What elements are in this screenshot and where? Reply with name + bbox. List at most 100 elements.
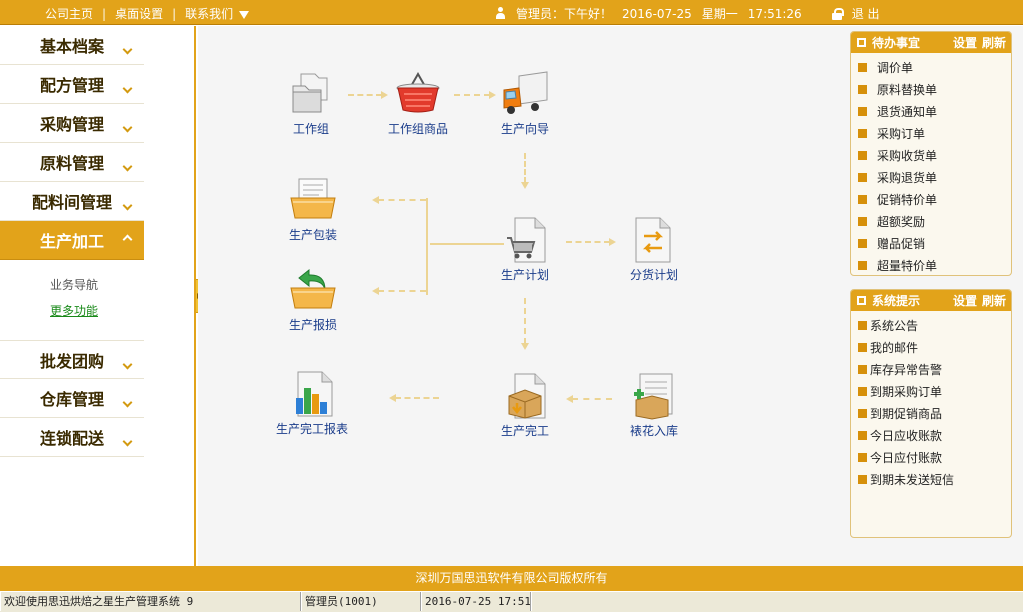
flow-arrow — [566, 238, 616, 246]
flow-arrow — [566, 395, 612, 403]
list-item[interactable]: 到期未发送短信 — [851, 468, 1011, 490]
bullet-icon — [858, 128, 867, 138]
list-item[interactable]: 库存异常告警 — [851, 358, 1011, 380]
panel-title: 系统提示 — [872, 294, 921, 308]
sidebar-item-purchasing[interactable]: 采购管理 — [0, 104, 144, 143]
node-production-loss[interactable]: 生产报损 — [268, 266, 358, 333]
sidebar-item-label: 连锁配送 — [40, 429, 105, 448]
node-label: 分货计划 — [629, 268, 678, 282]
todo-refresh-button[interactable]: 刷新 — [981, 36, 1006, 50]
list-item[interactable]: 系统公告 — [851, 314, 1011, 336]
sidebar-item-chain-distribution[interactable]: 连锁配送 — [0, 418, 144, 457]
panel-title: 待办事宜 — [872, 36, 921, 50]
list-item[interactable]: 今日应付账款 — [851, 446, 1011, 468]
status-empty — [531, 592, 1023, 611]
cart-document-icon — [501, 216, 549, 264]
business-navigation-link[interactable]: 业务导航 — [50, 278, 99, 292]
separator: | — [102, 6, 107, 21]
list-item[interactable]: 采购收货单 — [851, 144, 1011, 166]
list-item[interactable]: 原料替换单 — [851, 78, 1011, 100]
sidebar-item-batching-room[interactable]: 配料间管理 — [0, 182, 144, 221]
list-item[interactable]: 今日应收账款 — [851, 424, 1011, 446]
flow-arrow — [372, 196, 426, 204]
node-production-packaging[interactable]: 生产包装 — [268, 176, 358, 243]
bullet-icon — [858, 172, 867, 182]
sidebar-item-materials[interactable]: 原料管理 — [0, 143, 144, 182]
sidebar-item-recipe[interactable]: 配方管理 — [0, 65, 144, 104]
desktop-settings-link[interactable]: 桌面设置 — [115, 7, 164, 21]
node-label: 生产完工 — [500, 424, 549, 438]
list-item[interactable]: 调价单 — [851, 56, 1011, 78]
node-production-wizard[interactable]: 生产向导 — [480, 70, 570, 137]
list-item[interactable]: 赠品促销 — [851, 232, 1011, 254]
notice-settings-button[interactable]: 设置 — [952, 294, 977, 308]
list-item[interactable]: 退货通知单 — [851, 100, 1011, 122]
node-label: 裱花入库 — [629, 424, 678, 438]
node-work-group-goods[interactable]: 工作组商品 — [373, 70, 463, 137]
user-icon — [495, 7, 506, 20]
contact-us-label: 联系我们 — [185, 7, 234, 21]
node-production-complete[interactable]: 生产完工 — [480, 372, 570, 439]
sidebar-item-wholesale[interactable]: 批发团购 — [0, 340, 144, 379]
list-item[interactable]: 到期促销商品 — [851, 402, 1011, 424]
more-functions-link[interactable]: 更多功能 — [50, 304, 99, 318]
notice-refresh-button[interactable]: 刷新 — [981, 294, 1006, 308]
chevron-down-icon — [122, 161, 133, 172]
add-box-document-icon — [630, 372, 678, 420]
chevron-down-icon — [122, 122, 133, 133]
caret-down-icon — [239, 10, 250, 19]
list-item-label: 今日应付账款 — [870, 450, 943, 465]
folders-icon — [287, 70, 335, 118]
list-item[interactable]: 到期采购订单 — [851, 380, 1011, 402]
sidebar-item-label: 配料间管理 — [32, 193, 113, 212]
separator: | — [172, 6, 177, 21]
sidebar-item-label: 仓库管理 — [40, 390, 105, 409]
company-home-link[interactable]: 公司主页 — [45, 7, 94, 21]
status-user: 管理员(1001) — [301, 592, 421, 611]
node-production-plan[interactable]: 生产计划 — [480, 216, 570, 283]
list-item[interactable]: 我的邮件 — [851, 336, 1011, 358]
bullet-icon — [858, 260, 867, 270]
production-subnav: 业务导航 更多功能 — [0, 260, 194, 340]
todo-settings-button[interactable]: 设置 — [952, 36, 977, 50]
sidebar-item-production[interactable]: 生产加工 — [0, 221, 144, 260]
sidebar-item-basic-files[interactable]: 基本档案 — [0, 26, 144, 65]
chevron-down-icon — [122, 359, 133, 370]
list-item-label: 采购订单 — [877, 126, 926, 141]
bullet-icon — [858, 150, 867, 160]
list-item[interactable]: 采购订单 — [851, 122, 1011, 144]
contact-us-link[interactable]: 联系我们 — [176, 5, 258, 22]
sidebar-item-label: 生产加工 — [40, 232, 105, 251]
current-time: 17:51:26 — [747, 6, 802, 21]
node-distribution-plan[interactable]: 分货计划 — [609, 216, 699, 283]
sidebar-item-label: 采购管理 — [40, 115, 105, 134]
list-item[interactable]: 超量特价单 — [851, 254, 1011, 275]
folder-document-icon — [289, 176, 337, 224]
logout-button[interactable]: 退 出 — [851, 7, 880, 21]
node-completion-report[interactable]: 生产完工报表 — [267, 370, 357, 437]
list-item[interactable]: 超额奖励 — [851, 210, 1011, 232]
sidebar-item-label: 原料管理 — [40, 154, 105, 173]
flow-arrow — [454, 91, 496, 99]
user-status: 管理员： 下午好！ 2016-07-25 星期一 17:51:26 退 出 — [495, 5, 890, 22]
node-label: 生产向导 — [500, 122, 549, 136]
flow-arrow — [521, 153, 529, 189]
notice-panel-header: 系统提示 设置 刷新 — [851, 290, 1011, 311]
status-welcome: 欢迎使用思迅烘焙之星生产管理系统 9 — [0, 592, 301, 611]
list-item[interactable]: 采购退货单 — [851, 166, 1011, 188]
chevron-down-icon — [122, 200, 133, 211]
list-item-label: 今日应收账款 — [870, 428, 943, 443]
flow-arrow — [348, 91, 388, 99]
list-item-label: 超量特价单 — [877, 258, 938, 273]
sidebar-item-warehouse[interactable]: 仓库管理 — [0, 379, 144, 418]
top-links: 公司主页 | 桌面设置 | 联系我们 — [36, 5, 258, 22]
chevron-down-icon — [122, 83, 133, 94]
node-label: 工作组 — [292, 122, 329, 136]
node-work-group[interactable]: 工作组 — [266, 70, 356, 137]
bullet-icon — [858, 106, 867, 116]
bullet-icon — [858, 452, 867, 462]
node-decoration-inbound[interactable]: 裱花入库 — [609, 372, 699, 439]
list-item[interactable]: 促销特价单 — [851, 188, 1011, 210]
list-item-label: 系统公告 — [870, 318, 919, 333]
status-datetime: 2016-07-25 17:51 — [421, 592, 531, 611]
